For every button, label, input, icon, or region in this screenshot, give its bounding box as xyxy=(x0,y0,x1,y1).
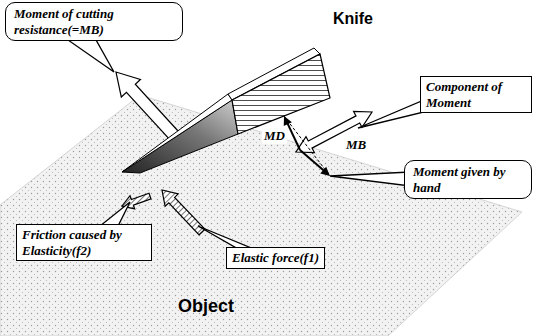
moment-component-arrow xyxy=(296,112,372,153)
parallelogram-guide xyxy=(284,116,330,176)
knife-blade xyxy=(122,100,238,173)
callout-box: Component of Moment xyxy=(420,76,532,113)
moment-label: MD xyxy=(262,128,287,144)
callout-box: Friction caused by Elasticity(f2) xyxy=(16,224,152,261)
callout-tail xyxy=(330,172,410,186)
callout-text: Friction caused by Elasticity(f2) xyxy=(22,227,146,258)
callout-text: Moment given by hand xyxy=(413,164,523,195)
object-surface xyxy=(0,95,522,336)
callout-tail xyxy=(358,100,424,128)
callout-text: Component of Moment xyxy=(426,79,526,110)
callout-text: Elastic force(f1) xyxy=(232,250,319,266)
object-label: Object xyxy=(178,296,234,317)
arrow-head xyxy=(320,167,330,176)
callout-box: Elastic force(f1) xyxy=(226,247,325,269)
knife-label: Knife xyxy=(333,10,373,28)
moment-label: MB xyxy=(344,137,368,153)
knife-spine xyxy=(122,94,232,172)
rounded-callout: Moment given by hand xyxy=(404,160,532,199)
callout-tail xyxy=(100,202,130,226)
knife-handle xyxy=(232,54,330,134)
rounded-callout: Moment of cutting resistance(=MB) xyxy=(5,2,183,41)
moment-d-arrow xyxy=(287,121,300,150)
elastic-force-arrow xyxy=(162,190,205,235)
callout-text: Moment of cutting resistance(=MB) xyxy=(14,6,174,37)
callout-tail xyxy=(68,40,114,72)
